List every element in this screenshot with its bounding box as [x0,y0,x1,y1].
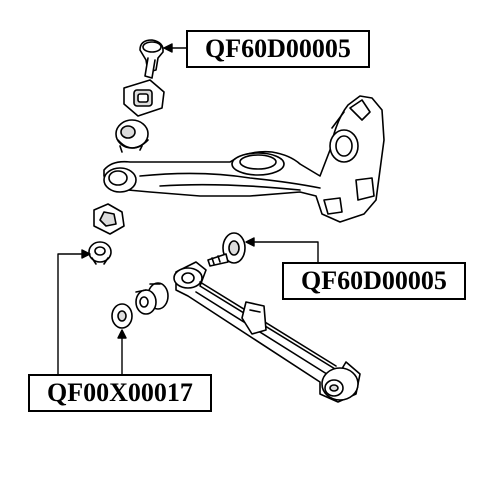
leader-bottom-right [117,329,127,375]
lower-bushing-1 [93,203,125,235]
leader-bottom-up [57,249,91,375]
lateral-link [173,261,361,403]
top-bolt [139,39,164,79]
link-bushing-small [111,303,133,329]
part-number-label-top: QF60D00005 [186,30,370,68]
middle-bolt [207,232,246,267]
link-bushing-pair [135,282,169,315]
upper-bushing-1 [123,79,165,117]
part-number-label-middle: QF60D00005 [282,262,466,300]
leader-top [163,43,187,53]
part-number-label-bottom: QF00X00017 [28,374,212,412]
upper-bushing-2 [115,119,149,153]
lower-bushing-2 [88,241,112,265]
leader-middle [245,237,319,263]
lower-control-arm [103,95,385,223]
